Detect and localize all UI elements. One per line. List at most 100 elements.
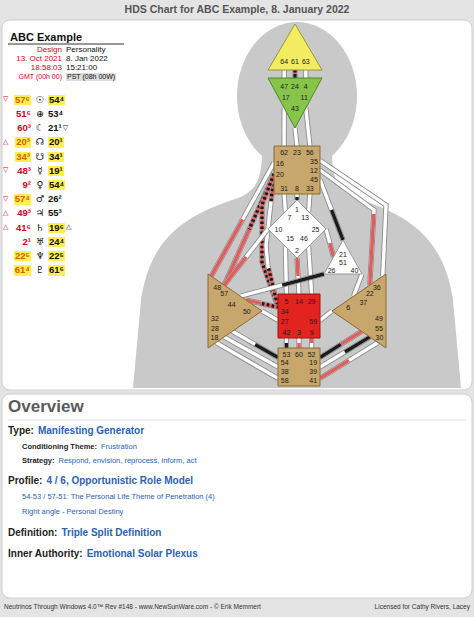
chart-label: ☾ — [36, 123, 45, 133]
gate-number: 16 — [276, 159, 284, 166]
channel-core — [295, 128, 297, 146]
gate-number: 12 — [310, 167, 318, 174]
gate-number: 44 — [228, 300, 236, 307]
gate-number: 3 — [297, 328, 301, 335]
center-fill — [274, 146, 320, 194]
channel-stripes — [293, 70, 296, 78]
channel-outline — [282, 108, 287, 146]
channel-activation — [240, 274, 324, 296]
channel-outline — [296, 338, 301, 348]
gate-number: 51 — [339, 259, 347, 266]
center-shape: 47244171143 — [268, 78, 322, 128]
center-shape: 514293427594239 — [278, 294, 320, 338]
gate-number: 20 — [276, 170, 284, 177]
channel-core — [320, 311, 332, 320]
channel-core — [293, 70, 296, 78]
chart-label: ♀ — [37, 180, 44, 190]
chart-label: 20³ — [15, 137, 31, 147]
gate-number: 46 — [300, 235, 308, 242]
torso-silhouette — [133, 150, 461, 388]
gate-number: 61 — [291, 57, 299, 64]
chart-label: 8. Jan 2022 — [66, 55, 108, 64]
channel — [284, 194, 285, 212]
channel — [295, 128, 297, 146]
channel — [305, 70, 306, 78]
gate-number: 39 — [309, 367, 317, 374]
chart-label: Manifesting Generator — [38, 425, 144, 436]
center-fill — [268, 78, 322, 128]
channel-core — [266, 229, 278, 307]
channel-core — [216, 342, 278, 378]
chart-label: 48³ — [17, 166, 31, 176]
channel-outline — [326, 229, 334, 257]
channel — [309, 246, 312, 294]
center-fill — [268, 200, 326, 258]
gate-number: 59 — [309, 318, 317, 325]
gate-number: 47 — [280, 82, 288, 89]
chart-label: 21¹ — [48, 123, 62, 133]
chart-label: 4 / 6, Opportunistic Role Model — [46, 475, 193, 486]
gate-number: 50 — [243, 308, 251, 315]
channel-outline — [266, 229, 278, 307]
section-rule — [8, 420, 466, 421]
channel-activation — [320, 170, 374, 285]
chart-label: ☊ — [36, 137, 44, 147]
gate-number: 29 — [308, 297, 316, 304]
name-underline — [8, 44, 124, 45]
chart-label: 20¹ — [48, 137, 64, 147]
channel — [295, 70, 296, 78]
channel — [297, 194, 298, 200]
gate-number: 33 — [306, 184, 314, 191]
gate-number: 7 — [288, 214, 292, 221]
channel-core — [262, 311, 278, 320]
channel-outline — [320, 311, 332, 320]
chart-label: ☋ — [36, 152, 44, 162]
chart-label: Frustration — [101, 443, 137, 451]
chart-label: ♅ — [36, 237, 45, 247]
body-silhouette — [133, 22, 461, 388]
chart-label: 13. Oct 2021 — [16, 55, 62, 64]
gate-number: 6 — [346, 304, 350, 311]
gate-number: 30 — [376, 333, 384, 340]
gate-number: 13 — [301, 214, 309, 221]
channel-activation — [310, 338, 313, 348]
channel-core — [240, 274, 324, 296]
gate-number: 40 — [350, 266, 358, 273]
gate-number: 64 — [280, 57, 288, 64]
channel-core — [326, 229, 334, 257]
chart-label: 15:21:00 — [66, 64, 97, 73]
channel-core — [297, 258, 299, 294]
chart-label: △ — [66, 224, 71, 232]
gate-number: 58 — [281, 376, 289, 383]
channel-core — [320, 342, 378, 378]
gate-number: 9 — [310, 328, 314, 335]
chart-label: Neutrinos Through Windows 4.0™ Rev #148 … — [4, 603, 261, 610]
chart-label: Respond, envision, reprocess, inform, ac… — [59, 457, 197, 465]
chart-label: Emotional Solar Plexus — [87, 548, 198, 559]
chart-label: PST (08h 00W) — [66, 73, 116, 81]
channel-core — [284, 194, 285, 212]
gate-number: 11 — [301, 94, 308, 101]
gate-number: 60 — [295, 350, 303, 357]
channel — [224, 229, 268, 285]
chart-label: Triple Split Definition — [61, 527, 161, 538]
chart-label: 53⁴ — [48, 109, 63, 119]
channel-activation — [293, 70, 296, 78]
gate-number: 42 — [282, 328, 290, 335]
channel — [266, 229, 278, 307]
gate-number: 14 — [295, 297, 303, 304]
gate-number: 35 — [310, 157, 318, 164]
channel-activation — [224, 229, 268, 285]
gate-number: 41 — [309, 376, 317, 383]
chart-label: ⊕ — [36, 109, 44, 119]
channel-activation — [297, 338, 300, 348]
gate-number: 18 — [211, 333, 219, 340]
channel-outline — [309, 246, 312, 294]
gate-number: 48 — [213, 283, 221, 290]
chart-label: 34¹ — [48, 152, 64, 162]
chart-label: Profile: — [8, 475, 42, 486]
chart-label: 49³ — [17, 208, 31, 218]
chart-label: △ — [3, 210, 8, 218]
chart-label: ♇ — [36, 265, 45, 275]
